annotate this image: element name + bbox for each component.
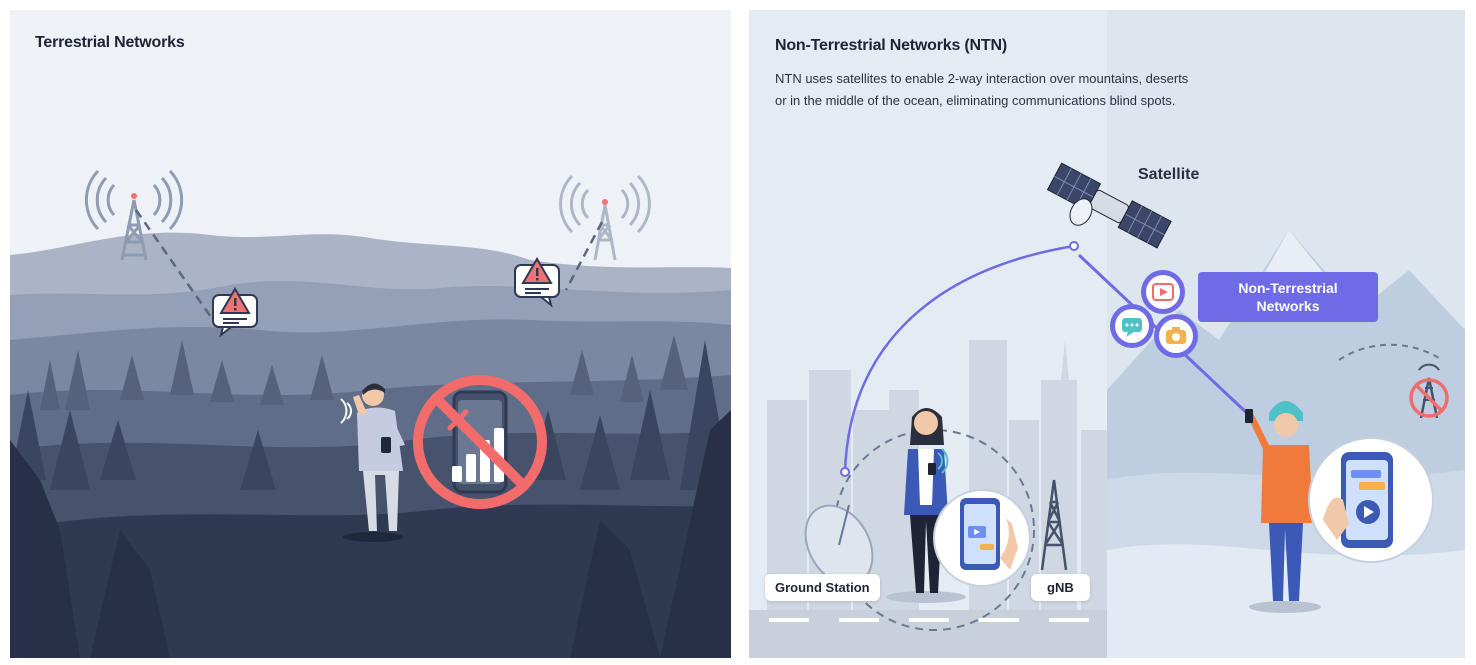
ntn-panel: Non-Terrestrial Networks (NTN) NTN uses … xyxy=(749,10,1465,658)
ntn-badge: Non-Terrestrial Networks xyxy=(1198,272,1378,322)
satellite-icon xyxy=(1046,162,1172,249)
camera-icon xyxy=(1154,314,1198,358)
cell-tower-icon xyxy=(559,174,651,261)
road-markings xyxy=(769,618,1089,622)
hiker-with-phone xyxy=(1245,401,1321,613)
tower-beacon xyxy=(131,193,137,199)
description-line: NTN uses satellites to enable 2-way inte… xyxy=(775,71,1189,86)
broken-link-left xyxy=(134,209,222,331)
phone-app-bubble xyxy=(933,489,1031,587)
ground-station-label: Ground Station xyxy=(765,574,880,601)
terrestrial-panel: Terrestrial Networks xyxy=(10,10,731,658)
terrestrial-illustration xyxy=(10,169,731,658)
chat-icon xyxy=(1110,304,1154,348)
page-title: Terrestrial Networks xyxy=(35,34,185,51)
ntn-badge-line: Non-Terrestrial xyxy=(1238,280,1338,296)
warning-bubble-icon xyxy=(514,257,560,308)
satellite-label: Satellite xyxy=(1138,166,1200,183)
ntn-description: NTN uses satellites to enable 2-way inte… xyxy=(775,68,1215,112)
ntn-illustration xyxy=(749,10,1465,658)
frustrated-person xyxy=(340,383,405,542)
ntn-badge-line: Networks xyxy=(1256,298,1320,314)
description-line: or in the middle of the ocean, eliminati… xyxy=(775,93,1176,108)
cell-tower-icon xyxy=(84,169,184,261)
no-signal-icon xyxy=(413,375,547,509)
no-signal-tower-icon xyxy=(1409,363,1449,419)
page-title: Non-Terrestrial Networks (NTN) xyxy=(775,37,1007,54)
gnb-tower-icon xyxy=(1040,479,1068,571)
uplink-arc xyxy=(843,244,1075,473)
mid-tree-line xyxy=(40,335,688,410)
foreground-ground xyxy=(10,504,731,658)
warning-bubble-icon xyxy=(212,287,258,338)
play-icon xyxy=(1141,270,1185,314)
dark-foreground-trees xyxy=(10,410,731,658)
road xyxy=(749,610,1107,658)
phone-app-bubble xyxy=(1308,437,1434,563)
broken-link-right xyxy=(564,221,604,291)
gnb-label: gNB xyxy=(1031,574,1090,601)
